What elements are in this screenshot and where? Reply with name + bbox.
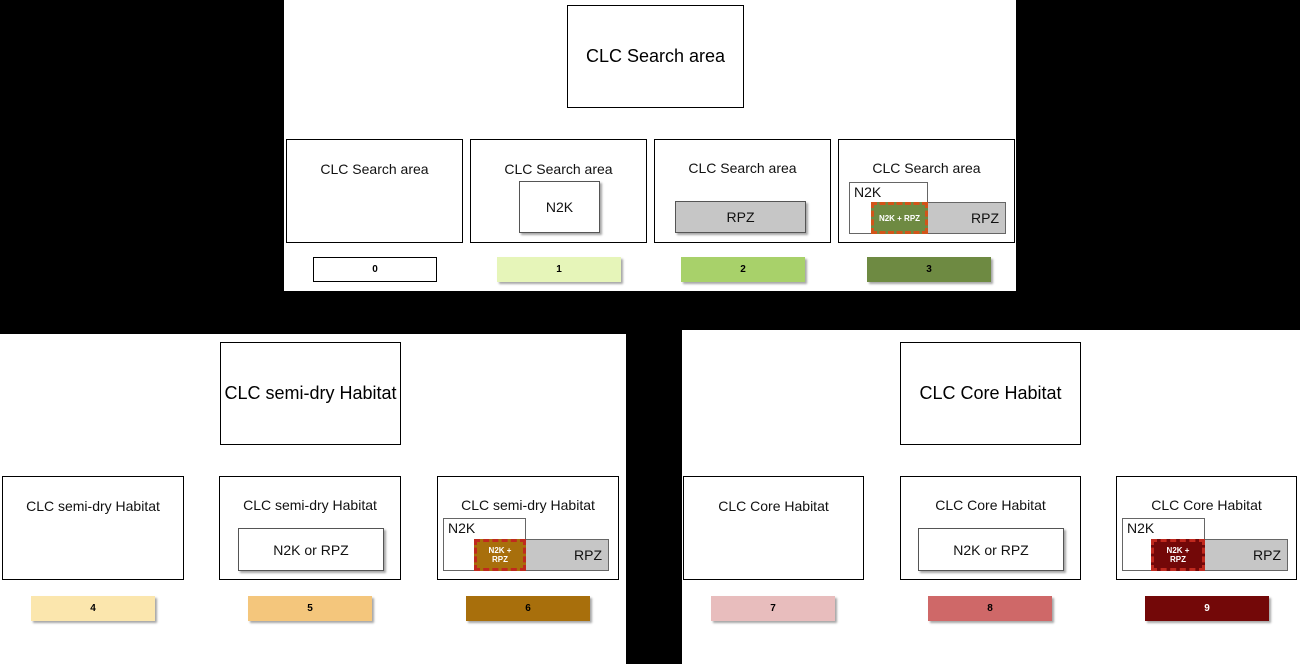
n2k-rpz-overlap: N2K + RPZ xyxy=(474,539,526,571)
legend-value: 3 xyxy=(926,264,932,275)
search-area-title-box: CLC Search area xyxy=(567,5,744,108)
case-label: CLC Core Habitat xyxy=(1151,497,1262,513)
rpz-box: RPZ xyxy=(675,201,806,233)
case-label: CLC Search area xyxy=(872,160,981,176)
semi-dry-case-6: CLC semi-dry Habitat RPZ N2K N2K + RPZ xyxy=(437,476,619,580)
legend-class-8: 8 xyxy=(928,596,1052,621)
rpz-label: RPZ xyxy=(1253,547,1281,563)
n2k-or-rpz-box: N2K or RPZ xyxy=(918,528,1064,571)
legend-class-0: 0 xyxy=(313,257,437,282)
case-label: CLC semi-dry Habitat xyxy=(26,498,160,514)
search-case-2: CLC Search area RPZ xyxy=(654,139,831,243)
legend-class-9: 9 xyxy=(1145,596,1269,621)
legend-value: 6 xyxy=(525,603,531,614)
n2k-label: N2K xyxy=(1127,520,1155,536)
n2k-rpz-overlap: N2K + RPZ xyxy=(871,202,928,234)
overlap-label: N2K + RPZ xyxy=(878,213,921,223)
legend-value: 4 xyxy=(90,603,96,614)
case-label: CLC Search area xyxy=(688,160,797,176)
legend-value: 7 xyxy=(770,603,776,614)
legend-class-2: 2 xyxy=(681,257,805,282)
case-label: CLC Search area xyxy=(320,161,429,177)
search-case-1: CLC Search area N2K xyxy=(470,139,647,243)
legend-value: 8 xyxy=(987,603,993,614)
n2k-label: N2K xyxy=(448,520,476,536)
overlap-label-line2: RPZ xyxy=(1170,555,1186,564)
semi-dry-title-box: CLC semi-dry Habitat xyxy=(220,342,401,445)
case-label: CLC semi-dry Habitat xyxy=(461,497,595,513)
legend-value: 1 xyxy=(556,264,562,275)
search-case-0: CLC Search area xyxy=(286,139,463,243)
legend-value: 2 xyxy=(740,264,746,275)
case-label: CLC Core Habitat xyxy=(718,498,829,514)
legend-class-4: 4 xyxy=(31,596,155,621)
legend-value: 0 xyxy=(372,264,378,275)
n2k-or-rpz-label: N2K or RPZ xyxy=(953,541,1029,558)
overlap-label-line2: RPZ xyxy=(492,555,508,564)
n2k-label: N2K xyxy=(545,199,574,215)
overlap-label-line1: N2K + xyxy=(488,546,512,555)
legend-class-1: 1 xyxy=(497,257,621,282)
n2k-rpz-overlap: N2K + RPZ xyxy=(1151,539,1205,571)
n2k-or-rpz-label: N2K or RPZ xyxy=(273,541,349,558)
core-case-7: CLC Core Habitat xyxy=(683,476,864,580)
semi-dry-habitat-panel: CLC semi-dry Habitat CLC semi-dry Habita… xyxy=(0,334,626,664)
rpz-label: RPZ xyxy=(726,209,755,225)
n2k-box: N2K xyxy=(519,181,600,233)
case-label: CLC semi-dry Habitat xyxy=(243,497,377,513)
rpz-label: RPZ xyxy=(971,210,999,226)
search-case-3: CLC Search area RPZ N2K N2K + RPZ xyxy=(838,139,1015,243)
overlap-label-line1: N2K + xyxy=(1166,546,1190,555)
legend-class-3: 3 xyxy=(867,257,991,282)
core-title-box: CLC Core Habitat xyxy=(900,342,1081,445)
case-label: CLC Search area xyxy=(504,161,613,177)
legend-class-6: 6 xyxy=(466,596,590,621)
n2k-or-rpz-box: N2K or RPZ xyxy=(238,528,384,571)
core-title: CLC Core Habitat xyxy=(919,383,1062,403)
semi-dry-case-4: CLC semi-dry Habitat xyxy=(2,476,184,580)
legend-class-5: 5 xyxy=(248,596,372,621)
case-label: CLC Core Habitat xyxy=(935,497,1046,513)
core-case-9: CLC Core Habitat RPZ N2K N2K + RPZ xyxy=(1116,476,1297,580)
core-case-8: CLC Core Habitat N2K or RPZ xyxy=(900,476,1081,580)
n2k-label: N2K xyxy=(854,184,882,200)
semi-dry-case-5: CLC semi-dry Habitat N2K or RPZ xyxy=(219,476,401,580)
search-area-panel: CLC Search area CLC Search area CLC Sear… xyxy=(284,0,1016,291)
legend-value: 5 xyxy=(307,603,313,614)
core-habitat-panel: CLC Core Habitat CLC Core Habitat CLC Co… xyxy=(682,330,1300,664)
search-area-title: CLC Search area xyxy=(585,46,726,66)
legend-value: 9 xyxy=(1204,603,1210,614)
legend-class-7: 7 xyxy=(711,596,835,621)
semi-dry-title: CLC semi-dry Habitat xyxy=(224,383,397,403)
rpz-label: RPZ xyxy=(574,547,602,563)
